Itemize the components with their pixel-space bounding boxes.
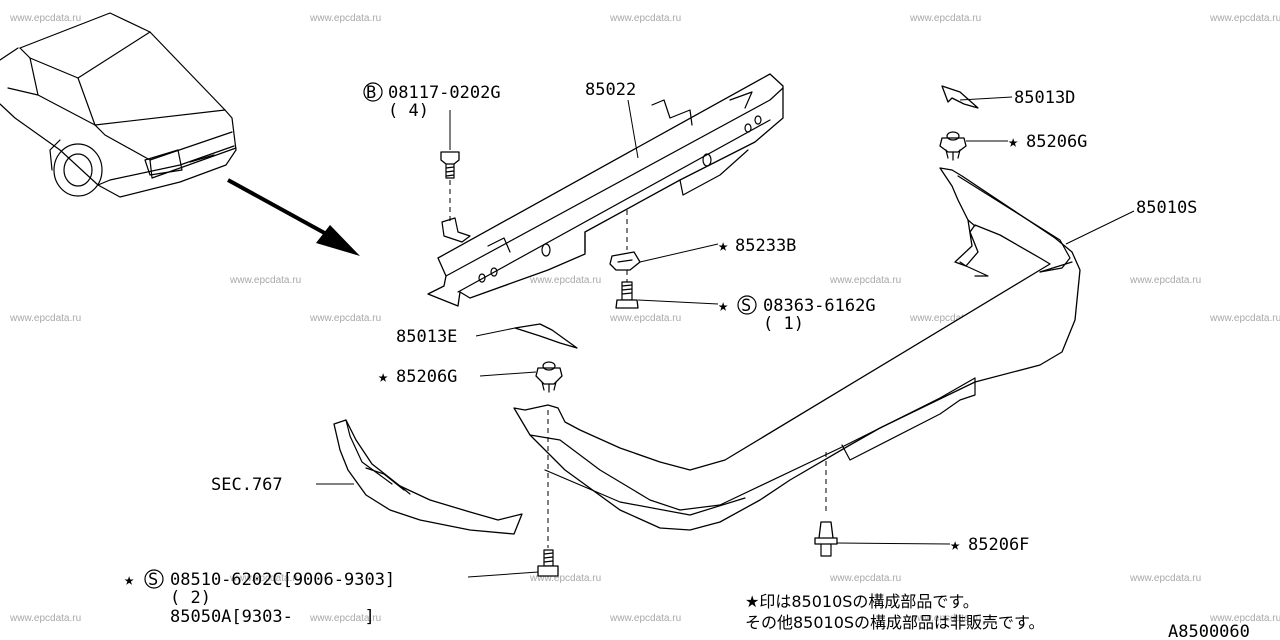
watermark: www.epcdata.ru: [9, 613, 81, 624]
watermark: www.epcdata.ru: [609, 313, 681, 324]
retainer-clip: [609, 210, 719, 271]
label-number: 85206F: [968, 535, 1029, 555]
s-mark-icon: [737, 295, 757, 315]
car-outline: [0, 12, 237, 198]
watermark: www.epcdata.ru: [1209, 613, 1280, 624]
footnote-included-parts: ★印は85010Sの構成部品です。: [745, 592, 979, 611]
label-number: 08117-0202G: [388, 83, 501, 103]
watermark: www.epcdata.ru: [229, 275, 301, 286]
bracket-right: [941, 85, 1013, 109]
watermark: www.epcdata.ru: [9, 313, 81, 324]
watermark: www.epcdata.ru: [229, 573, 301, 584]
clip-icon: [479, 361, 563, 393]
bolt-icon: [440, 110, 460, 222]
label-fascia: 85010S: [1136, 198, 1197, 218]
label-bolt-b: B 08117-0202G ( 4): [363, 82, 501, 121]
label-reinforcement: 85022: [585, 80, 636, 100]
watermark: www.epcdata.ru: [1209, 13, 1280, 24]
footnote-not-sold: その他85010Sの構成部品は非販売です。: [745, 613, 1044, 632]
watermark: www.epcdata.ru: [1129, 573, 1201, 584]
diagram-code: A8500060: [1168, 622, 1250, 640]
watermark: www.epcdata.ru: [909, 613, 981, 624]
side-panel: [316, 419, 523, 535]
label-qty: ( 2): [170, 588, 211, 608]
watermark: www.epcdata.ru: [309, 613, 381, 624]
watermark: www.epcdata.ru: [529, 275, 601, 286]
watermark: www.epcdata.ru: [309, 13, 381, 24]
watermark: www.epcdata.ru: [829, 573, 901, 584]
star-icon: ★: [718, 236, 728, 256]
label-bracket-left: 85013E: [396, 327, 457, 347]
watermark: www.epcdata.ru: [1129, 275, 1201, 286]
clip-icon: [814, 521, 951, 557]
label-number: 08363-6162G: [763, 296, 876, 316]
label-number: 85206G: [1026, 132, 1087, 152]
label-retainer: ★ 85233B: [718, 236, 796, 256]
watermark: www.epcdata.ru: [529, 573, 601, 584]
star-icon: ★: [124, 570, 134, 590]
label-screw-bottom: ★ S 08510-6202C[9006-9303] ( 2) 85050A[9…: [124, 569, 395, 627]
bracket-left: [475, 323, 578, 349]
bumper-reinforcement: [427, 73, 784, 307]
clip-icon: [939, 131, 1008, 161]
watermark: www.epcdata.ru: [9, 13, 81, 24]
label-bracket-right: 85013D: [1014, 88, 1075, 108]
watermark: www.epcdata.ru: [829, 275, 901, 286]
watermark: www.epcdata.ru: [309, 313, 381, 324]
watermark: www.epcdata.ru: [1209, 313, 1280, 324]
star-icon: ★: [378, 367, 388, 387]
label-clip-upper-right: ★ 85206G: [1008, 132, 1087, 152]
watermark: www.epcdata.ru: [609, 13, 681, 24]
label-clip-lower: ★ 85206F: [950, 535, 1029, 555]
watermark: www.epcdata.ru: [909, 13, 981, 24]
label-mark: B: [366, 83, 376, 103]
label-number: 85233B: [735, 236, 796, 256]
screw-icon: [467, 410, 559, 578]
watermark: www.epcdata.ru: [609, 613, 681, 624]
label-qty: ( 1): [763, 314, 804, 334]
star-icon: ★: [950, 535, 960, 555]
bumper-fascia: [513, 167, 1135, 531]
screw-icon: [615, 270, 719, 309]
label-clip-left: ★ 85206G: [378, 367, 457, 387]
b-mark-icon: [363, 82, 383, 102]
label-number: 85206G: [396, 367, 457, 387]
direction-arrow: [227, 178, 360, 256]
label-mark: S: [148, 570, 158, 590]
label-alt-number: 85050A[9303- ]: [170, 607, 375, 627]
star-icon: ★: [1008, 132, 1018, 152]
watermark-layer: www.epcdata.ru www.epcdata.ru www.epcdat…: [9, 13, 1280, 624]
label-qty: ( 4): [388, 101, 429, 121]
star-icon: ★: [718, 296, 728, 316]
label-screw-s: ★ S 08363-6162G ( 1): [718, 295, 876, 334]
watermark: www.epcdata.ru: [909, 313, 981, 324]
label-section-ref: SEC.767: [211, 475, 283, 495]
s-mark-icon: [144, 569, 164, 589]
label-number: 08510-6202C[9006-9303]: [170, 570, 395, 590]
label-mark: S: [741, 296, 751, 316]
